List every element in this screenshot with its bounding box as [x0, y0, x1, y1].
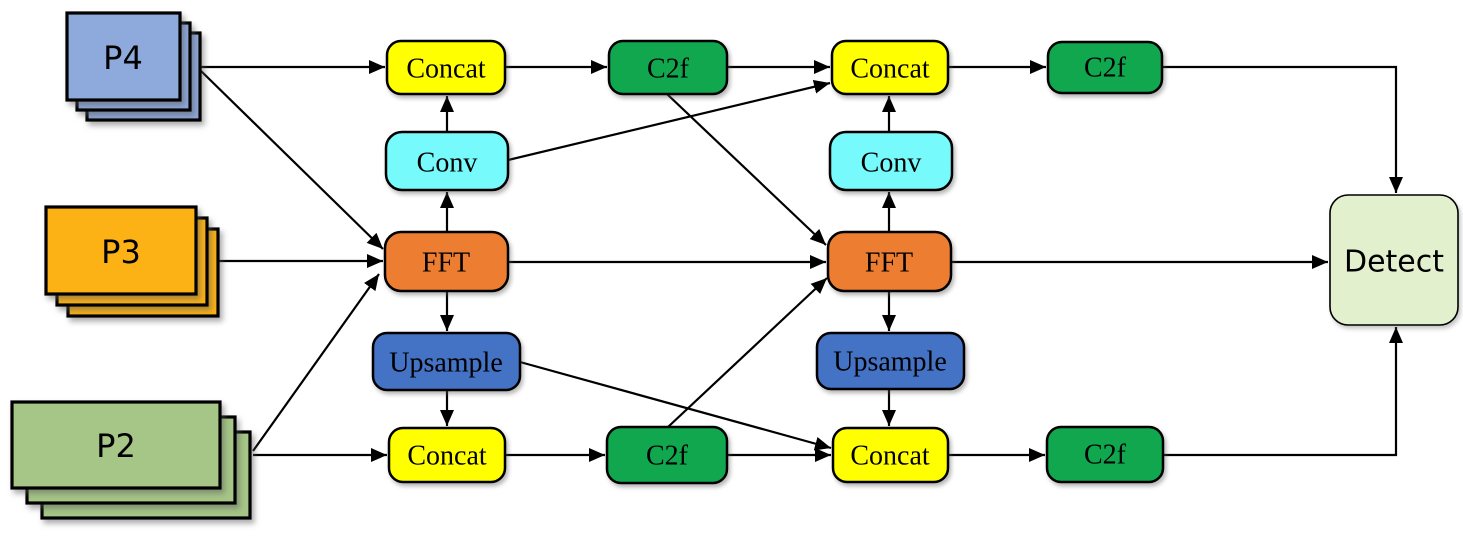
edge-upsample1-to-concat-b2	[519, 360, 832, 451]
node-upsample1: Upsample	[371, 331, 522, 392]
edge-conv1-to-concat-t2	[507, 79, 831, 162]
node-upsample2: Upsample	[815, 331, 966, 391]
node-detect: Detect	[1329, 194, 1459, 326]
node-layer: P4 P3 P2 Concat Conv FFT	[10, 11, 1459, 520]
node-c2f-t2: C2f	[1046, 40, 1164, 95]
c2f-t1-label: C2f	[647, 54, 690, 85]
c2f-b2-label: C2f	[1084, 440, 1127, 471]
node-c2f-b2: C2f	[1045, 425, 1165, 484]
fft1-label: FFT	[422, 248, 470, 279]
p2-stack-front	[10, 400, 222, 490]
c2f-b1-label: C2f	[646, 441, 689, 472]
c2f-t1-box	[607, 39, 729, 96]
node-fft1: FFT	[383, 230, 510, 293]
concat-b1-label: Concat	[407, 441, 487, 472]
upsample1-box	[371, 331, 522, 392]
p3-stack-front	[44, 205, 198, 296]
edge-c2f-t1-to-fft2	[666, 93, 827, 246]
c2f-t2-box	[1046, 40, 1164, 95]
edge-c2f-b2-to-detect	[1163, 327, 1403, 457]
fft2-box	[826, 230, 953, 293]
concat-t2-label: Concat	[850, 54, 930, 85]
edge-p2-to-fft1	[252, 273, 380, 452]
detect-label: Detect	[1344, 245, 1444, 280]
upsample2-label: Upsample	[833, 347, 947, 378]
p4-label: P4	[103, 39, 143, 77]
concat-t1-box	[385, 39, 507, 96]
detect-box	[1329, 194, 1459, 326]
c2f-b2-box	[1045, 425, 1165, 484]
edge-layer	[199, 60, 1403, 462]
p3-label: P3	[101, 233, 141, 271]
node-p2-stack: P2	[10, 400, 252, 520]
node-concat-t1: Concat	[385, 39, 507, 96]
node-p3-stack: P3	[44, 205, 220, 318]
concat-t1-label: Concat	[406, 54, 486, 85]
upsample1-label: Upsample	[389, 348, 503, 379]
upsample2-box	[815, 331, 966, 391]
conv2-box	[828, 130, 954, 192]
conv1-label: Conv	[417, 148, 478, 179]
p2-label: P2	[96, 427, 136, 465]
node-fft2: FFT	[826, 230, 953, 293]
concat-b2-label: Concat	[850, 441, 930, 472]
concat-t2-box	[830, 39, 950, 96]
edge-c2f-b1-to-fft2	[667, 277, 828, 428]
edge-p4-to-fft1	[199, 69, 384, 250]
edge-c2f-t2-to-detect	[1162, 65, 1403, 193]
node-concat-t2: Concat	[830, 39, 950, 96]
p4-stack-front	[65, 11, 182, 102]
fft2-label: FFT	[865, 248, 913, 279]
node-p4-stack: P4	[65, 11, 202, 122]
node-c2f-t1: C2f	[607, 39, 729, 96]
concat-b1-box	[387, 426, 507, 484]
node-conv1: Conv	[384, 130, 510, 192]
node-concat-b1: Concat	[387, 426, 507, 484]
fft1-box	[383, 230, 510, 293]
node-conv2: Conv	[828, 130, 954, 192]
node-concat-b2: Concat	[831, 426, 950, 484]
node-c2f-b1: C2f	[605, 425, 729, 485]
concat-b2-box	[831, 426, 950, 484]
conv2-label: Conv	[861, 148, 922, 179]
conv1-box	[384, 130, 510, 192]
c2f-t2-label: C2f	[1084, 53, 1127, 84]
c2f-b1-box	[605, 425, 729, 485]
